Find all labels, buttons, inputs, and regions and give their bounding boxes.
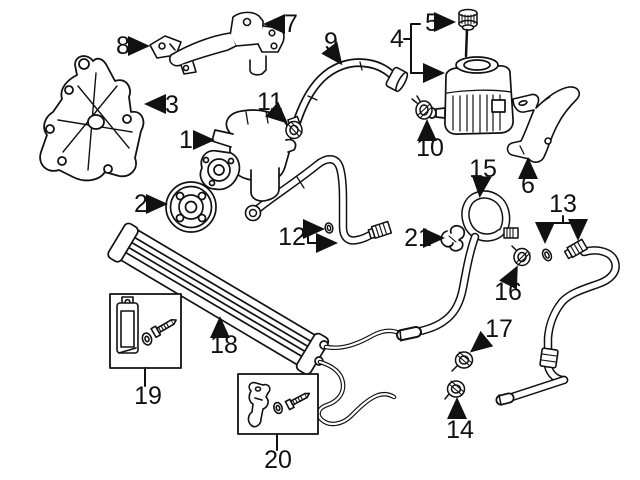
callout-13[interactable]: 13 [535, 190, 588, 244]
svg-text:2[interactable]: 2 [134, 190, 148, 218]
svg-text:13[interactable]: 13 [549, 190, 577, 218]
svg-text:6[interactable]: 6 [521, 171, 535, 199]
pulley [165, 181, 217, 233]
callout-1[interactable]: 1 [179, 126, 215, 154]
cooler-bracket-kit-20 [237, 373, 319, 435]
pressure-hose-o-ring [324, 222, 334, 234]
svg-text:15[interactable]: 15 [469, 155, 497, 183]
callout-10[interactable]: 10 [416, 119, 444, 162]
reservoir-bracket [506, 86, 580, 163]
svg-text:20[interactable]: 20 [264, 446, 292, 474]
callout-16[interactable]: 16 [494, 265, 522, 306]
svg-text:19[interactable]: 19 [134, 382, 162, 410]
return-hose-o-ring [541, 248, 553, 262]
fluid-cooler [107, 222, 330, 375]
svg-text:7[interactable]: 7 [284, 10, 298, 38]
callout-20[interactable]: 20 [264, 433, 292, 474]
callout-5[interactable]: 5 [425, 9, 456, 37]
callout-18[interactable]: 18 [210, 316, 238, 359]
callout-21[interactable]: 21 [404, 224, 445, 252]
upper-mounting-bracket [168, 11, 285, 76]
svg-text:17[interactable]: 17 [485, 315, 513, 343]
cooler-bracket-kit-19 [109, 293, 182, 369]
svg-text:3[interactable]: 3 [165, 91, 179, 119]
callout-7[interactable]: 7 [263, 10, 298, 38]
cooler-pipes [316, 328, 402, 427]
hose-clip [440, 224, 466, 252]
callout-17[interactable]: 17 [469, 315, 513, 353]
fluid-reservoir [427, 56, 514, 135]
hose-clamp-11 [285, 115, 303, 140]
callout-3[interactable]: 3 [144, 91, 179, 119]
svg-text:1[interactable]: 1 [179, 126, 193, 154]
callout-11[interactable]: 11 [257, 88, 288, 124]
return-hose-fitting [563, 238, 589, 260]
callout-8[interactable]: 8 [116, 32, 150, 60]
svg-text:5[interactable]: 5 [425, 9, 439, 37]
svg-text:10[interactable]: 10 [416, 134, 444, 162]
svg-text:4[interactable]: 4 [390, 25, 404, 53]
power-steering-pump [199, 109, 297, 202]
reservoir-cap [458, 8, 478, 58]
callout-14[interactable]: 14 [446, 397, 474, 444]
pump-mounting-bracket [39, 55, 145, 182]
svg-text:8[interactable]: 8 [116, 32, 130, 60]
svg-text:21[interactable]: 21 [404, 224, 432, 252]
hose-clamp-17 [451, 351, 474, 372]
pressure-hose [244, 155, 393, 245]
hose-clamp-14 [444, 380, 466, 400]
hose-clamp-16 [511, 245, 531, 267]
callout-12[interactable]: 12 [278, 219, 338, 253]
svg-text:16[interactable]: 16 [494, 278, 522, 306]
callout-4[interactable]: 4 [390, 23, 445, 83]
callout-9[interactable]: 9 [321, 28, 343, 66]
svg-text:11[interactable]: 11 [257, 88, 283, 116]
supply-hose [290, 58, 409, 133]
callout-19[interactable]: 19 [134, 367, 162, 410]
svg-text:18[interactable]: 18 [210, 331, 238, 359]
svg-text:14[interactable]: 14 [446, 416, 474, 444]
callout-15[interactable]: 15 [469, 155, 497, 198]
svg-text:9[interactable]: 9 [324, 28, 338, 56]
return-hose-rear [495, 246, 620, 406]
callout-2[interactable]: 2 [134, 190, 168, 218]
hose-clamp-10 [411, 95, 433, 120]
svg-text:12[interactable]: 12 [278, 223, 306, 251]
return-hose-upper [396, 190, 519, 342]
callout-6[interactable]: 6 [518, 157, 538, 199]
bracket-plate [149, 35, 182, 59]
